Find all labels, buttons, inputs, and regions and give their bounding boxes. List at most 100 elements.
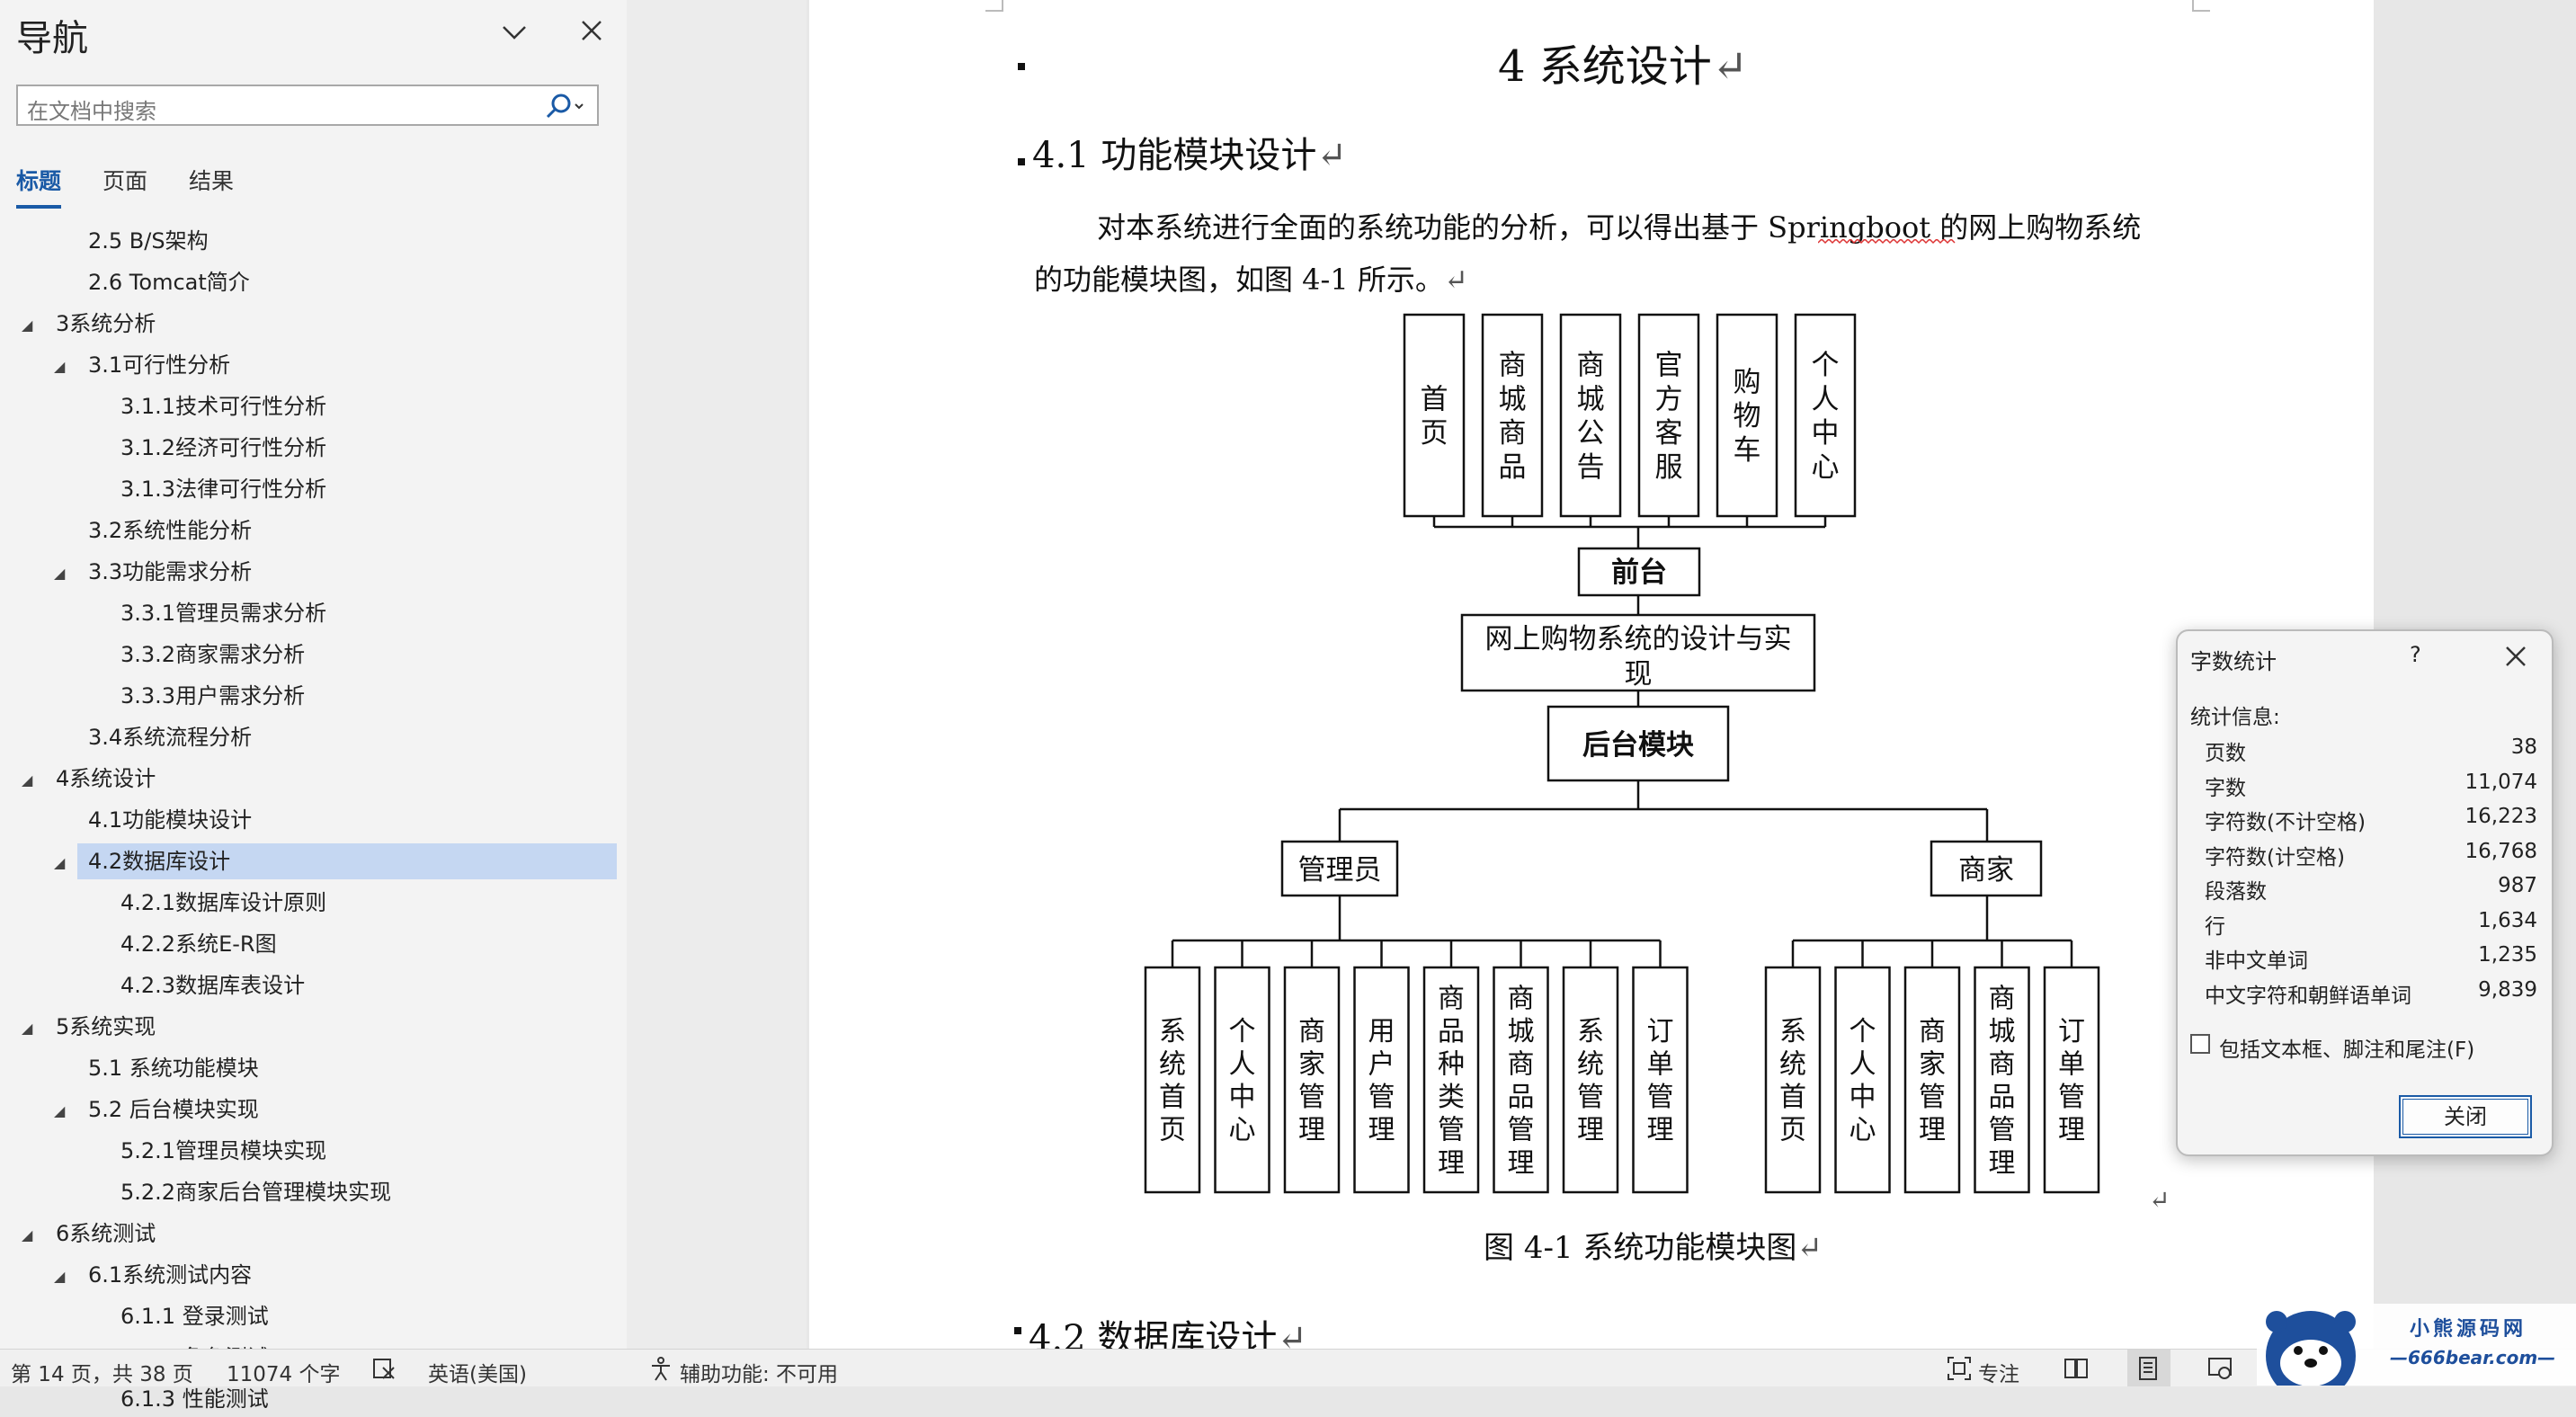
nav-heading-item[interactable]: ◢ 3系统分析 — [0, 306, 620, 342]
close-button[interactable]: 关闭 — [2399, 1095, 2532, 1138]
nav-heading-item[interactable]: 2.6 Tomcat简介 — [0, 264, 620, 300]
nav-heading-item[interactable]: 5.1 系统功能模块 — [0, 1050, 620, 1086]
module-label-char: 管 — [1919, 1082, 1946, 1113]
read-mode-icon[interactable] — [2063, 1355, 2090, 1382]
module-label-char: 商 — [1298, 1016, 1325, 1047]
focus-mode[interactable]: 专注 — [1978, 1363, 2019, 1386]
nav-heading-item[interactable]: 3.1.3法律可行性分析 — [0, 471, 620, 507]
tab-results[interactable]: 结果 — [189, 168, 235, 194]
nav-heading-item[interactable]: 6.1.1 登录测试 — [0, 1298, 620, 1334]
module-label-char: 商 — [1577, 349, 1605, 381]
module-label-char: 告 — [1577, 451, 1605, 484]
status-bar: 第 14 页，共 38 页 11074 个字 英语(美国) 辅助功能: 不可用 … — [0, 1349, 2576, 1386]
heading-1[interactable]: 4 系统设计↵ — [1498, 41, 1749, 92]
admin-module-box — [1562, 966, 1619, 1194]
search-icon[interactable] — [543, 92, 586, 120]
collapse-triangle-icon[interactable]: ◢ — [54, 565, 66, 582]
nav-heading-item[interactable]: 4.2.1数据库设计原则 — [0, 885, 620, 921]
nav-heading-item[interactable]: 3.4系统流程分析 — [0, 719, 620, 755]
module-label-char: 个 — [1229, 1016, 1256, 1047]
page-info[interactable]: 第 14 页，共 38 页 — [11, 1363, 193, 1386]
paragraph-line[interactable]: 对本系统进行全面的系统功能的分析，可以得出基于 Springboot 的网上购物… — [1097, 210, 2142, 245]
nav-heading-item[interactable]: ◢4.2数据库设计 — [54, 843, 617, 879]
help-button[interactable]: ? — [2410, 642, 2421, 667]
figure-caption[interactable]: 图 4-1 系统功能模块图↵ — [1484, 1230, 1823, 1266]
tab-headings[interactable]: 标题 — [16, 168, 62, 194]
nav-heading-item[interactable]: ◢ 3.1可行性分析 — [0, 347, 620, 383]
front-module-box — [1559, 313, 1622, 518]
stat-label: 字符数(不计空格) — [2205, 811, 2366, 834]
include-textboxes-checkbox[interactable] — [2190, 1034, 2210, 1054]
collapse-triangle-icon[interactable]: ◢ — [22, 1020, 33, 1037]
word-count[interactable]: 11074 个字 — [227, 1363, 341, 1386]
collapse-triangle-icon[interactable]: ◢ — [54, 854, 66, 871]
role-label: 商家 — [1958, 854, 2014, 887]
close-icon[interactable] — [575, 14, 608, 47]
module-label-char: 首 — [1779, 1082, 1806, 1113]
module-label-char: 品 — [1508, 1082, 1535, 1113]
nav-heading-item[interactable]: ◢ 3.3功能需求分析 — [0, 554, 620, 590]
nav-heading-item[interactable]: ◢5系统实现 — [0, 1009, 620, 1045]
accessibility-icon[interactable] — [647, 1355, 674, 1382]
collapse-triangle-icon[interactable]: ◢ — [54, 1268, 66, 1285]
module-label-char: 理 — [2058, 1115, 2085, 1146]
stat-row: 字符数(计空格)16,768 — [2205, 840, 2537, 874]
nav-heading-label: 3.3功能需求分析 — [88, 559, 253, 584]
nav-heading-item[interactable]: 5.2.1管理员模块实现 — [0, 1133, 620, 1169]
chevron-down-icon[interactable] — [500, 18, 529, 47]
nav-heading-item[interactable]: ◢5.2 后台模块实现 — [0, 1092, 620, 1127]
nav-heading-item[interactable]: 4.2.3数据库表设计 — [0, 967, 620, 1003]
nav-heading-item[interactable]: 2.5 B/S架构 — [0, 223, 620, 259]
module-label-char: 单 — [1647, 1049, 1674, 1081]
module-label-char: 心 — [1850, 1115, 1876, 1146]
stat-label: 中文字符和朝鲜语单词 — [2205, 984, 2411, 1008]
collapse-triangle-icon[interactable]: ◢ — [22, 1226, 33, 1243]
nav-heading-item[interactable]: 3.3.2商家需求分析 — [0, 637, 620, 673]
language[interactable]: 英语(美国) — [428, 1363, 527, 1386]
nav-heading-item[interactable]: 3.2系统性能分析 — [0, 512, 620, 548]
nav-heading-item[interactable]: ◢6.1系统测试内容 — [0, 1257, 620, 1293]
collapse-triangle-icon[interactable]: ◢ — [22, 316, 33, 334]
module-label-char: 系 — [1577, 1016, 1604, 1047]
close-icon[interactable] — [2503, 644, 2528, 669]
module-label-char: 商 — [1508, 1049, 1535, 1081]
accessibility-status[interactable]: 辅助功能: 不可用 — [680, 1363, 839, 1386]
admin-module-box — [1493, 966, 1549, 1194]
focus-icon[interactable] — [1946, 1355, 1973, 1382]
proofing-icon[interactable] — [370, 1355, 397, 1382]
tab-pages[interactable]: 页面 — [103, 168, 148, 194]
stat-value: 16,223 — [2465, 805, 2537, 828]
collapse-triangle-icon[interactable]: ◢ — [54, 358, 66, 375]
paragraph-line[interactable]: 的功能模块图，如图 4-1 所示。↵ — [1034, 263, 1468, 297]
nav-heading-item[interactable]: 4.1功能模块设计 — [0, 802, 620, 838]
module-label-char: 中 — [1229, 1082, 1256, 1113]
nav-heading-item[interactable]: 3.3.1管理员需求分析 — [0, 595, 620, 631]
nav-heading-item[interactable]: 5.2.2商家后台管理模块实现 — [0, 1174, 620, 1210]
module-label-char: 理 — [1647, 1115, 1674, 1146]
module-label-char: 商 — [1499, 417, 1527, 450]
web-layout-icon[interactable] — [2206, 1355, 2233, 1382]
function-module-diagram[interactable]: 首页商城商品商城公告官方客服购物车个人中心前台网上购物系统的设计与实现后台模块管… — [1106, 306, 2113, 1205]
nav-heading-label: 3.1可行性分析 — [88, 352, 231, 378]
nav-heading-item[interactable]: 4.2.2系统E-R图 — [0, 926, 620, 962]
search-input[interactable]: 在文档中搜索 — [16, 85, 599, 126]
collapse-triangle-icon[interactable]: ◢ — [54, 1102, 66, 1119]
checkbox-label[interactable]: 包括文本框、脚注和尾注(F) — [2219, 1038, 2475, 1062]
nav-heading-item[interactable]: ◢ 4系统设计 — [0, 761, 620, 797]
print-layout-icon[interactable] — [2135, 1355, 2162, 1382]
nav-heading-item[interactable]: ◢6系统测试 — [0, 1216, 620, 1252]
heading-2[interactable]: 4.1 功能模块设计↵ — [1032, 135, 1347, 176]
nav-heading-label: 4系统设计 — [56, 766, 156, 791]
nav-heading-label: 4.2.3数据库表设计 — [120, 973, 306, 998]
nav-heading-label: 3系统分析 — [56, 311, 156, 336]
front-module-box — [1637, 313, 1700, 518]
nav-heading-item[interactable]: 3.1.1技术可行性分析 — [0, 388, 620, 424]
collapse-triangle-icon[interactable]: ◢ — [22, 771, 33, 789]
nav-heading-item[interactable]: 3.1.2经济可行性分析 — [0, 430, 620, 466]
nav-heading-item[interactable]: 3.3.3用户需求分析 — [0, 678, 620, 714]
module-label-char: 官 — [1655, 349, 1683, 381]
bear-logo-icon — [2257, 1304, 2576, 1386]
